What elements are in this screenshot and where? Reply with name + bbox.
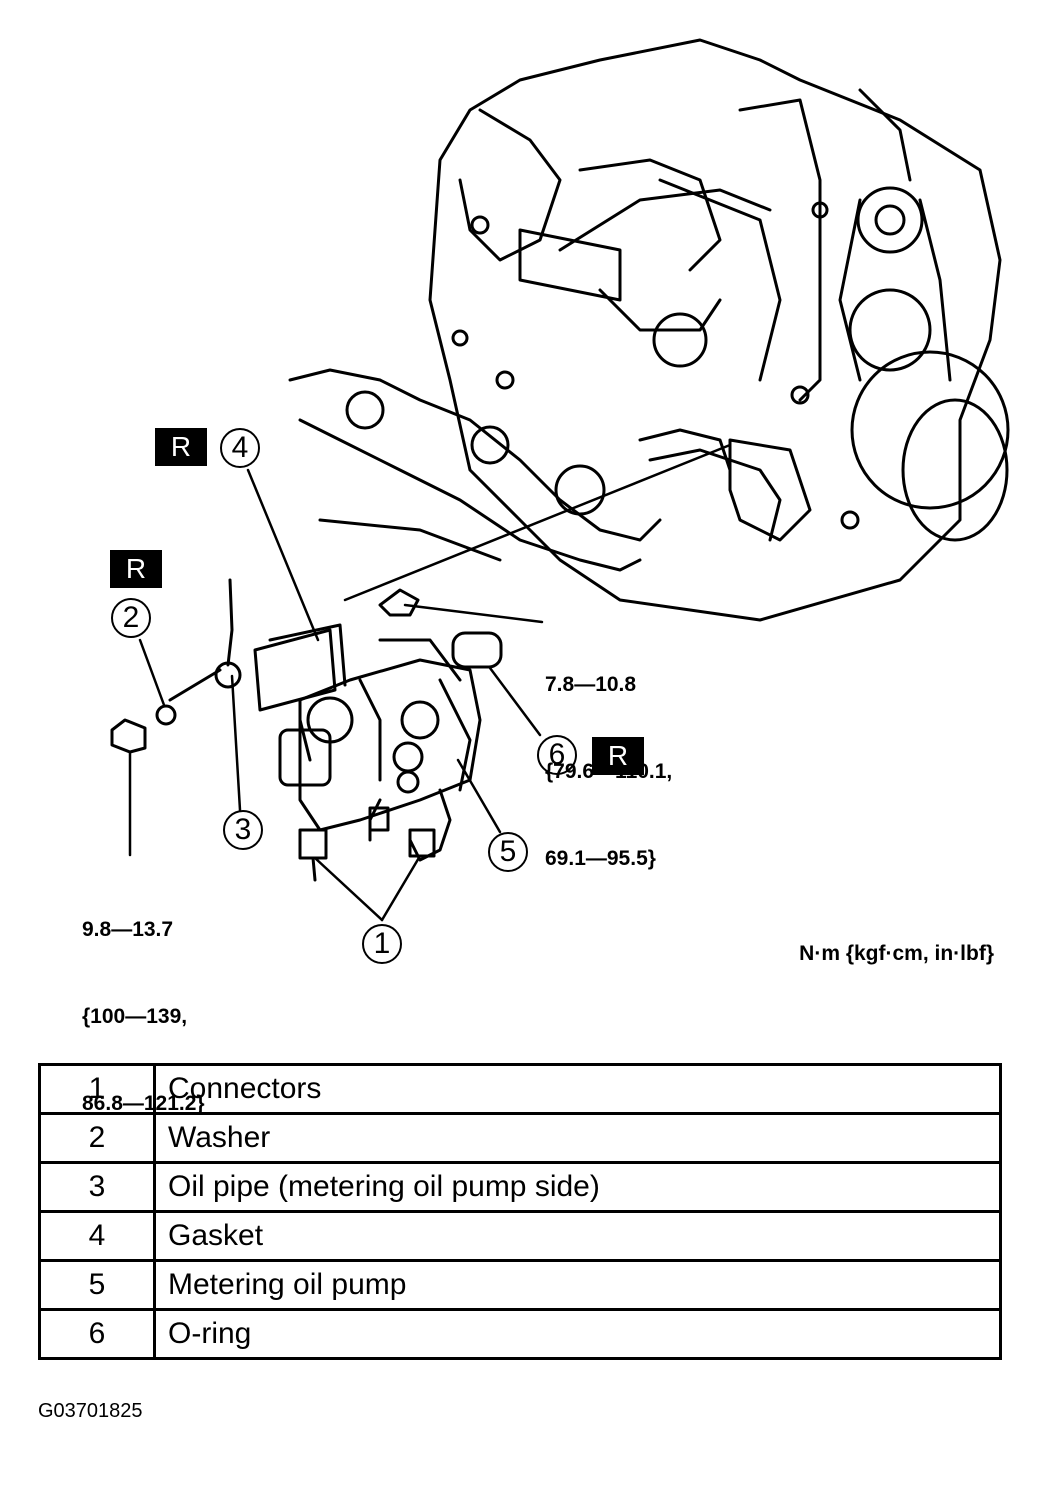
parts-table: 1 Connectors 2 Washer 3 Oil pipe (meteri… bbox=[38, 1063, 1002, 1360]
part-description: Metering oil pump bbox=[153, 1259, 1002, 1311]
part-description: Connectors bbox=[153, 1063, 1002, 1115]
part-number: 1 bbox=[38, 1063, 156, 1115]
engine-diagram: 1 2 3 4 5 6 R R R 7.8—10.8 {79.6—110.1, … bbox=[82, 38, 1010, 1115]
pulley-assembly bbox=[838, 186, 1010, 542]
torque-units: N·m {kgf·cm, in·lbf} bbox=[799, 942, 994, 965]
torque-line: 7.8—10.8 bbox=[545, 673, 637, 696]
callout-3: 3 bbox=[223, 810, 263, 850]
replace-mark-r: R bbox=[592, 737, 644, 775]
part-description: O-ring bbox=[153, 1308, 1002, 1360]
table-row: 4 Gasket bbox=[38, 1210, 1002, 1262]
engine-illustration bbox=[110, 38, 1010, 922]
part-description: Washer bbox=[153, 1112, 1002, 1164]
part-number: 5 bbox=[38, 1259, 156, 1311]
part-description: Oil pipe (metering oil pump side) bbox=[153, 1161, 1002, 1213]
callout-6: 6 bbox=[537, 735, 577, 775]
gasket-drawing bbox=[253, 623, 347, 712]
torque-line: 9.8—13.7 bbox=[82, 918, 174, 941]
table-row: 1 Connectors bbox=[38, 1063, 1002, 1115]
callout-1: 1 bbox=[362, 924, 402, 964]
part-number: 2 bbox=[38, 1112, 156, 1164]
intake-manifold bbox=[288, 368, 782, 572]
flange-drawing bbox=[728, 438, 812, 542]
figure-code: G03701825 bbox=[38, 1400, 143, 1422]
part-description: Gasket bbox=[153, 1210, 1002, 1262]
table-row: 3 Oil pipe (metering oil pump side) bbox=[38, 1161, 1002, 1213]
o-ring-drawing bbox=[451, 631, 503, 669]
metering-oil-pump-drawing bbox=[278, 638, 482, 862]
callout-2: 2 bbox=[111, 598, 151, 638]
callout-4: 4 bbox=[220, 428, 260, 468]
replace-mark-r: R bbox=[155, 428, 207, 466]
table-row: 2 Washer bbox=[38, 1112, 1002, 1164]
callout-5: 5 bbox=[488, 832, 528, 872]
engine-block bbox=[428, 38, 1002, 622]
part-number: 3 bbox=[38, 1161, 156, 1213]
part-number: 6 bbox=[38, 1308, 156, 1360]
torque-line: 69.1—95.5} bbox=[545, 847, 656, 870]
table-row: 5 Metering oil pump bbox=[38, 1259, 1002, 1311]
torque-line: {100—139, bbox=[82, 1005, 188, 1028]
leader-lines bbox=[128, 443, 732, 922]
replace-mark-r: R bbox=[110, 550, 162, 588]
oil-pipe-drawing bbox=[110, 578, 420, 754]
torque-spec-upper: 7.8—10.8 {79.6—110.1, 69.1—95.5} bbox=[545, 612, 672, 931]
torque-line: {79.6—110.1, bbox=[545, 760, 673, 783]
part-number: 4 bbox=[38, 1210, 156, 1262]
table-row: 6 O-ring bbox=[38, 1308, 1002, 1360]
connectors-drawing bbox=[298, 806, 436, 882]
